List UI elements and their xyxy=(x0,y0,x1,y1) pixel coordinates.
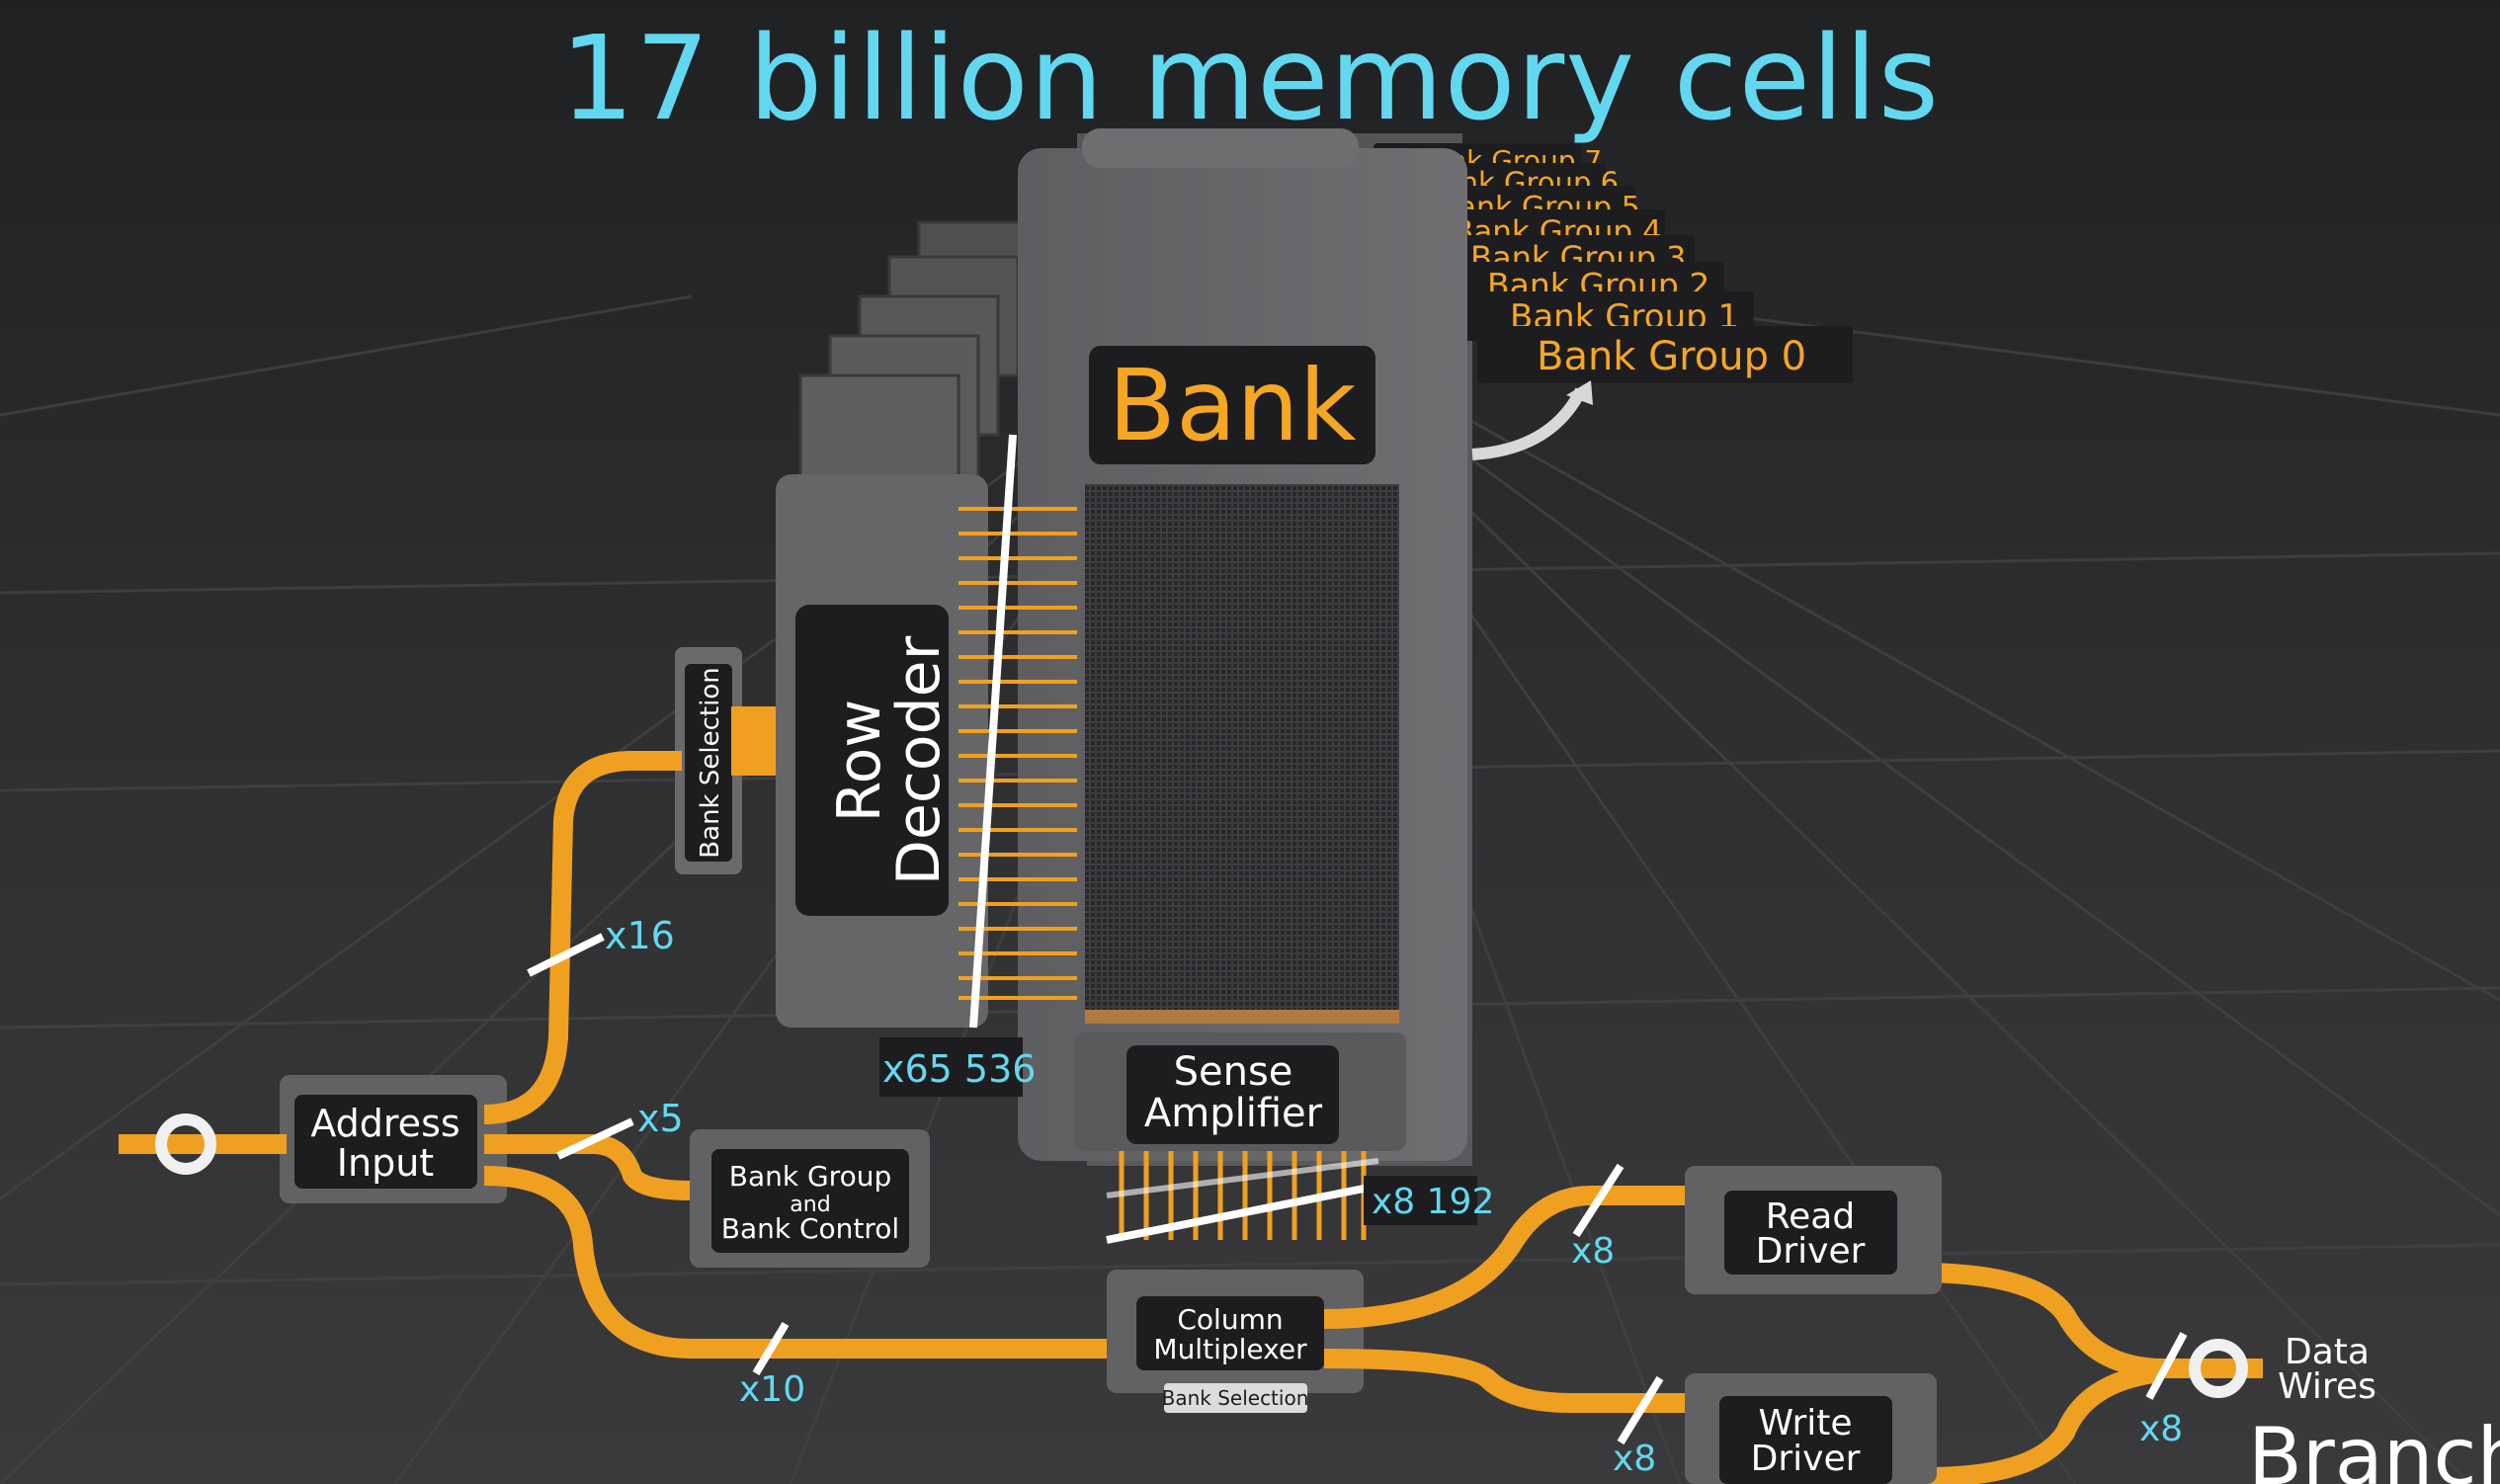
column-multiplexer-line2: Multiplexer xyxy=(1153,1333,1307,1365)
sense-amplifier-line1: Sense xyxy=(1174,1049,1293,1095)
bus-label-x16: x16 xyxy=(605,914,675,957)
bank-control-block: Bank Group and Bank Control xyxy=(690,1129,930,1268)
watermark: Branch xyxy=(2248,1411,2500,1484)
bank-block: Bank Sense Amplifier xyxy=(1018,128,1467,1161)
bank-selection-vertical-label: Bank Selection xyxy=(696,667,725,858)
bank-selection-small-label: Bank Selection xyxy=(1162,1386,1309,1410)
bus-label-x8-write: x8 xyxy=(1613,1439,1656,1479)
bank-control-line1: Bank Group xyxy=(729,1160,891,1193)
bus-label-x10: x10 xyxy=(739,1369,805,1410)
address-input-line2: Input xyxy=(337,1141,434,1185)
read-driver-block: Read Driver xyxy=(1685,1166,1942,1294)
bus-label-x5: x5 xyxy=(637,1097,684,1140)
bus-label-x65536: x65 536 xyxy=(882,1047,1036,1091)
write-driver-block: Write Driver xyxy=(1685,1373,1937,1484)
address-input-line1: Address xyxy=(310,1102,459,1145)
write-driver-line1: Write xyxy=(1758,1403,1852,1443)
bank-label: Bank xyxy=(1108,348,1356,463)
sense-amplifier-line2: Amplifier xyxy=(1144,1091,1323,1136)
bank-group-0-label: Bank Group 0 xyxy=(1537,334,1806,379)
column-multiplexer-line1: Column xyxy=(1177,1303,1283,1336)
row-decoder-block: Row Decoder xyxy=(776,474,988,1028)
bus-label-x8-data: x8 xyxy=(2139,1409,2183,1449)
read-driver-line2: Driver xyxy=(1756,1231,1866,1272)
bus-label-x8192: x8 192 xyxy=(1372,1182,1494,1222)
address-input-block: Address Input xyxy=(280,1075,507,1203)
memory-cell-array xyxy=(1085,484,1399,1018)
bank-control-line3: Bank Control xyxy=(721,1212,899,1245)
data-wires-line2: Wires xyxy=(2278,1366,2376,1407)
diagram-title: 17 billion memory cells xyxy=(0,10,2500,146)
row-decoder-line2: Decoder xyxy=(884,635,954,885)
bus-label-x8-read: x8 xyxy=(1571,1231,1615,1272)
column-multiplexer-block: Column Multiplexer Bank Selection xyxy=(1107,1270,1364,1413)
write-driver-line2: Driver xyxy=(1751,1439,1861,1479)
